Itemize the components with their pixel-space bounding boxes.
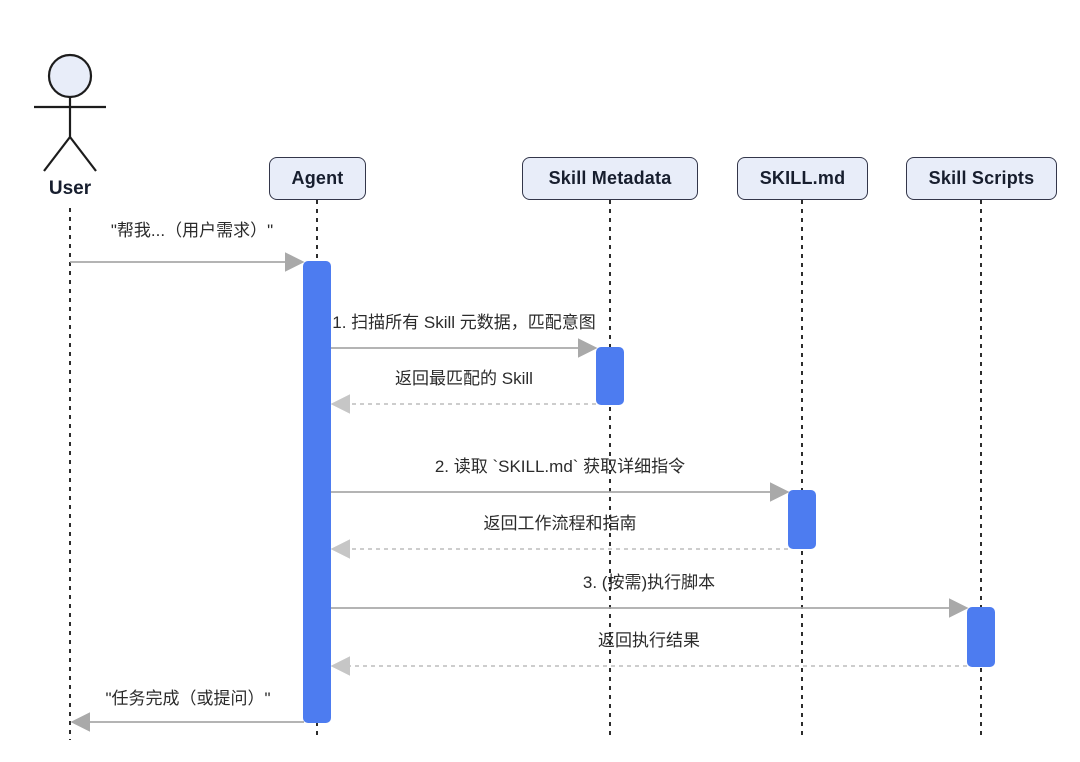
participant-label: Agent (291, 168, 344, 188)
participant-label: SKILL.md (759, 168, 846, 188)
participant-skill-md: SKILL.md (737, 157, 868, 200)
message-label-8: "任务完成（或提问）" (105, 689, 271, 708)
participant-skill-scripts: Skill Scripts (906, 157, 1057, 200)
message-label-3: 返回最匹配的 Skill (395, 369, 533, 388)
message-label-5: 返回工作流程和指南 (483, 514, 637, 533)
activation-agent (303, 261, 331, 723)
message-label-2: 1. 扫描所有 Skill 元数据，匹配意图 (332, 313, 596, 332)
participant-label: Skill Metadata (548, 168, 672, 188)
actor-user-icon (34, 53, 106, 172)
message-label-1: "帮我...（用户需求）" (110, 221, 274, 240)
activation-skill-scripts (967, 607, 995, 667)
activation-skill-md (788, 490, 816, 549)
message-label-7: 返回执行结果 (598, 631, 700, 650)
message-label-6: 3. (按需)执行脚本 (582, 573, 716, 592)
participant-agent: Agent (269, 157, 366, 200)
participant-skill-metadata: Skill Metadata (522, 157, 698, 200)
actor-label-user: User (48, 178, 92, 199)
message-label-4: 2. 读取 `SKILL.md` 获取详细指令 (434, 457, 686, 476)
activation-skill-metadata (596, 347, 624, 405)
participant-label: Skill Scripts (928, 168, 1035, 188)
